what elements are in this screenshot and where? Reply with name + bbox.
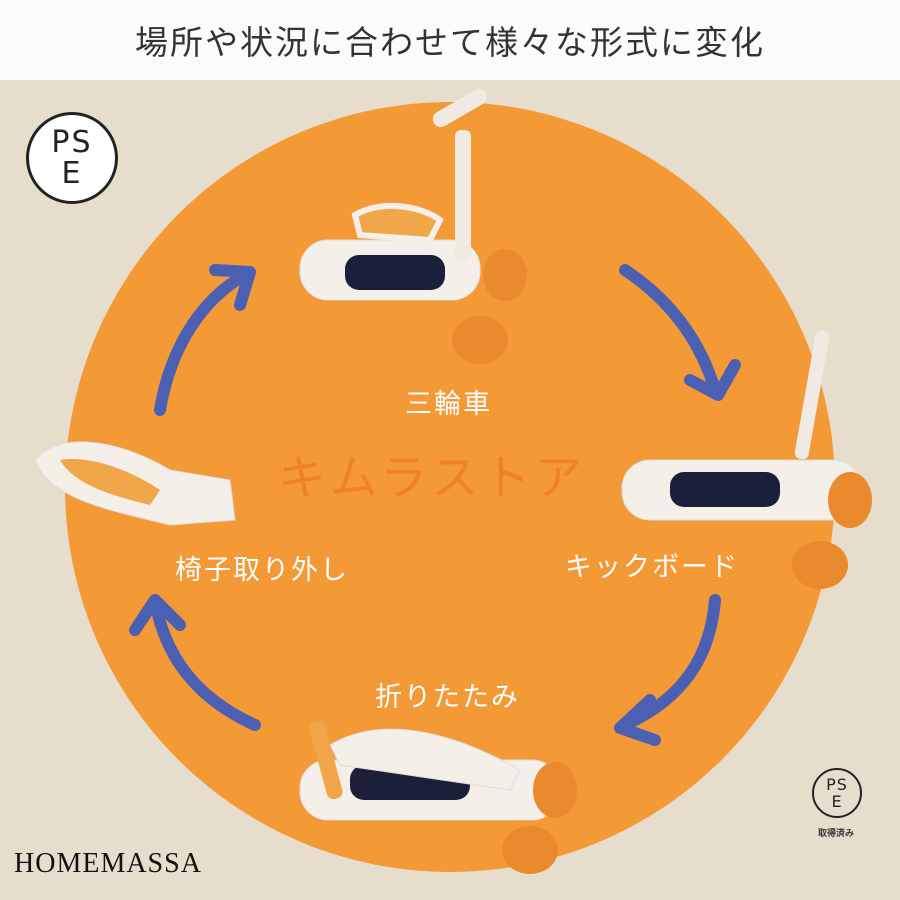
label-folded: 折りたたみ xyxy=(375,682,520,713)
header-title: 場所や状況に合わせて様々な形式に変化 xyxy=(135,23,765,62)
header-banner: 場所や状況に合わせて様々な形式に変化 xyxy=(0,0,900,80)
label-seat-removed: 椅子取り外し xyxy=(175,555,349,586)
watermark: キムラストア xyxy=(278,450,587,506)
seat-removed-image xyxy=(34,441,236,526)
arrow-bottom-right xyxy=(614,594,721,746)
arrow-top-right xyxy=(619,264,741,401)
pse-status: 取得済み xyxy=(818,829,855,839)
scooter-folded-image xyxy=(299,720,577,874)
pse-logo-small: PSE xyxy=(812,768,862,818)
scooter-kickboard-image xyxy=(621,330,872,589)
arrow-top-left xyxy=(154,264,256,416)
pse-mark-text: PSE xyxy=(51,125,93,191)
scooter-tricycle-image xyxy=(299,89,527,364)
label-kickboard: キックボード xyxy=(565,552,739,583)
pse-logo: PSE xyxy=(26,112,118,204)
pse-mark-text-small: PSE xyxy=(826,775,848,811)
arrow-bottom-left xyxy=(129,594,261,731)
label-tricycle: 三輪車 xyxy=(405,389,492,420)
orange-circle xyxy=(65,102,835,872)
brand-name: HOMEMASSA xyxy=(14,848,202,879)
